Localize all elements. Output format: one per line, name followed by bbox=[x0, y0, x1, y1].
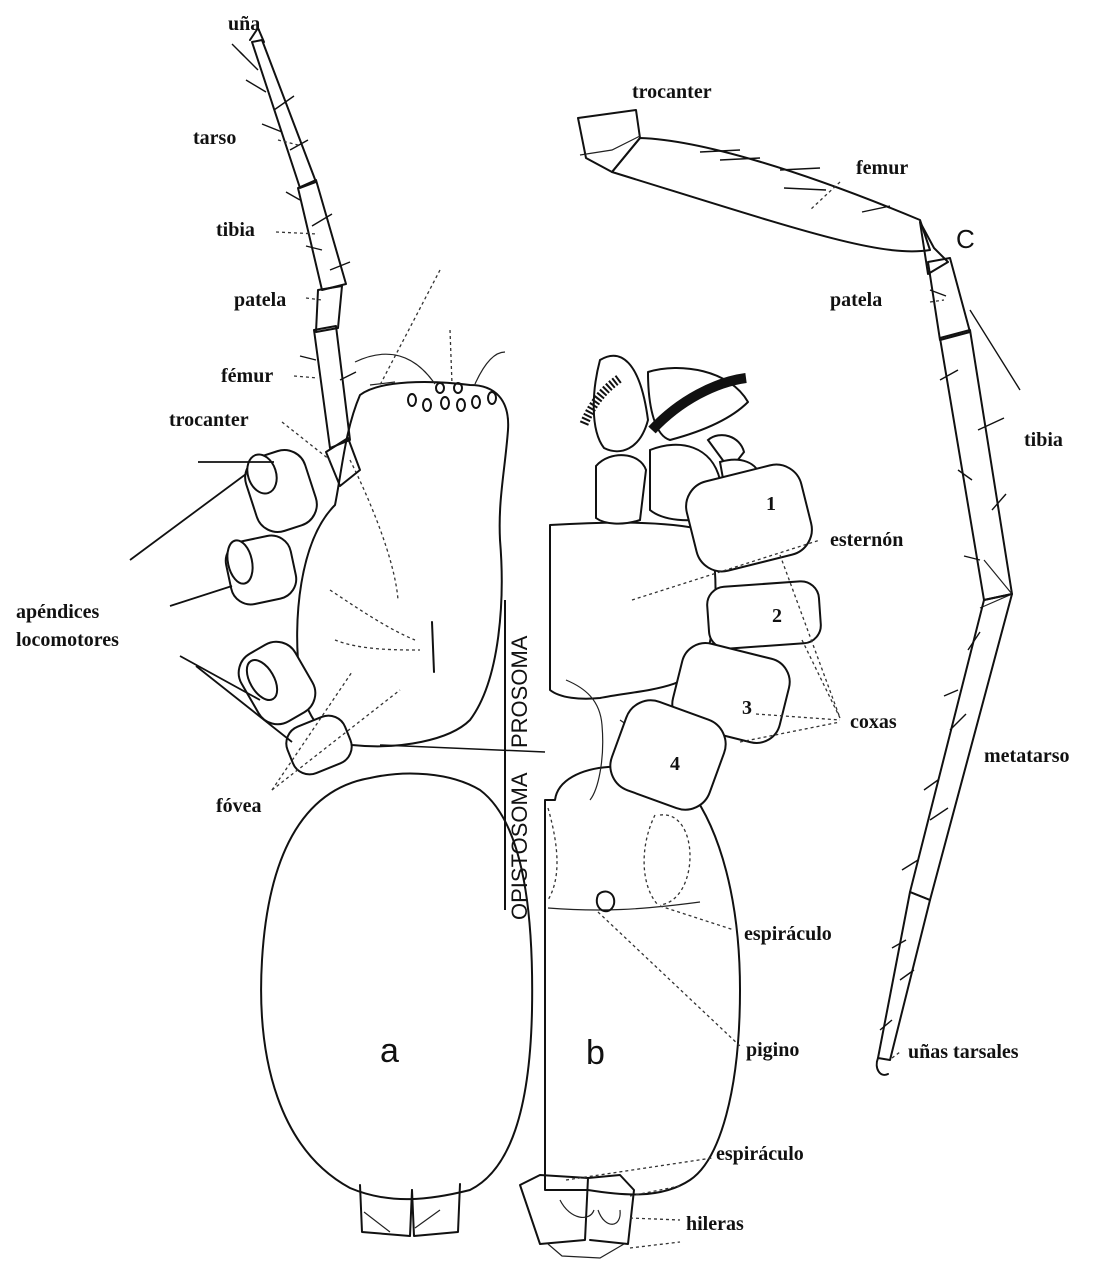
coxa-number-4: 4 bbox=[670, 753, 680, 775]
label-hileras: hileras bbox=[686, 1213, 744, 1235]
labels-view-a: uña tarso tibia patela fémur trocanter a… bbox=[16, 13, 286, 817]
label-espiraculo-top: espiráculo bbox=[744, 923, 832, 945]
label-metatarso: metatarso bbox=[984, 745, 1070, 767]
label-pigino: pigino bbox=[746, 1039, 799, 1061]
label-una: uña bbox=[228, 13, 260, 35]
leg-dorsal bbox=[232, 28, 360, 486]
pigino-structure bbox=[597, 892, 614, 912]
label-fovea: fóvea bbox=[216, 795, 262, 817]
fovea-groove bbox=[432, 622, 434, 672]
label-unas-tarsales: uñas tarsales bbox=[908, 1041, 1019, 1063]
label-femur-a: fémur bbox=[221, 365, 273, 387]
label-espiraculo-bottom: espiráculo bbox=[716, 1143, 804, 1165]
view-letters: a b C bbox=[380, 224, 975, 1072]
label-locomotores: locomotores bbox=[16, 629, 119, 651]
dorsal-view bbox=[222, 28, 532, 1236]
abdomen-dorsal bbox=[261, 774, 532, 1200]
region-label-opistosoma: OPISTOSOMA bbox=[507, 772, 532, 920]
label-patela-c: patela bbox=[830, 289, 882, 311]
spinnerets-ventral bbox=[520, 1175, 634, 1258]
spinnerets-dorsal bbox=[360, 1184, 460, 1236]
label-coxas: coxas bbox=[850, 711, 897, 733]
label-tibia-a: tibia bbox=[216, 219, 255, 241]
ventral-view: 1 2 3 4 bbox=[520, 356, 822, 1258]
label-tarso: tarso bbox=[193, 127, 236, 149]
abdomen-ventral bbox=[545, 767, 740, 1195]
labels-view-c: trocanter femur patela tibia metatarso u… bbox=[632, 81, 1070, 1063]
label-trocanter-c: trocanter bbox=[632, 81, 712, 103]
view-letter-a: a bbox=[380, 1032, 399, 1070]
coxa-number-3: 3 bbox=[742, 697, 752, 719]
label-femur-c: femur bbox=[856, 157, 908, 179]
view-letter-c: C bbox=[956, 224, 975, 254]
coxa-number-2: 2 bbox=[772, 605, 782, 627]
region-label-prosoma: PROSOMA bbox=[507, 635, 532, 748]
label-patela-a: patela bbox=[234, 289, 286, 311]
label-apendices: apéndices bbox=[16, 601, 100, 623]
label-esternon: esternón bbox=[830, 529, 903, 551]
coxa-number-1: 1 bbox=[766, 493, 776, 515]
label-trocanter-a: trocanter bbox=[169, 409, 249, 431]
view-letter-b: b bbox=[586, 1034, 605, 1072]
label-tibia-c: tibia bbox=[1024, 429, 1063, 451]
